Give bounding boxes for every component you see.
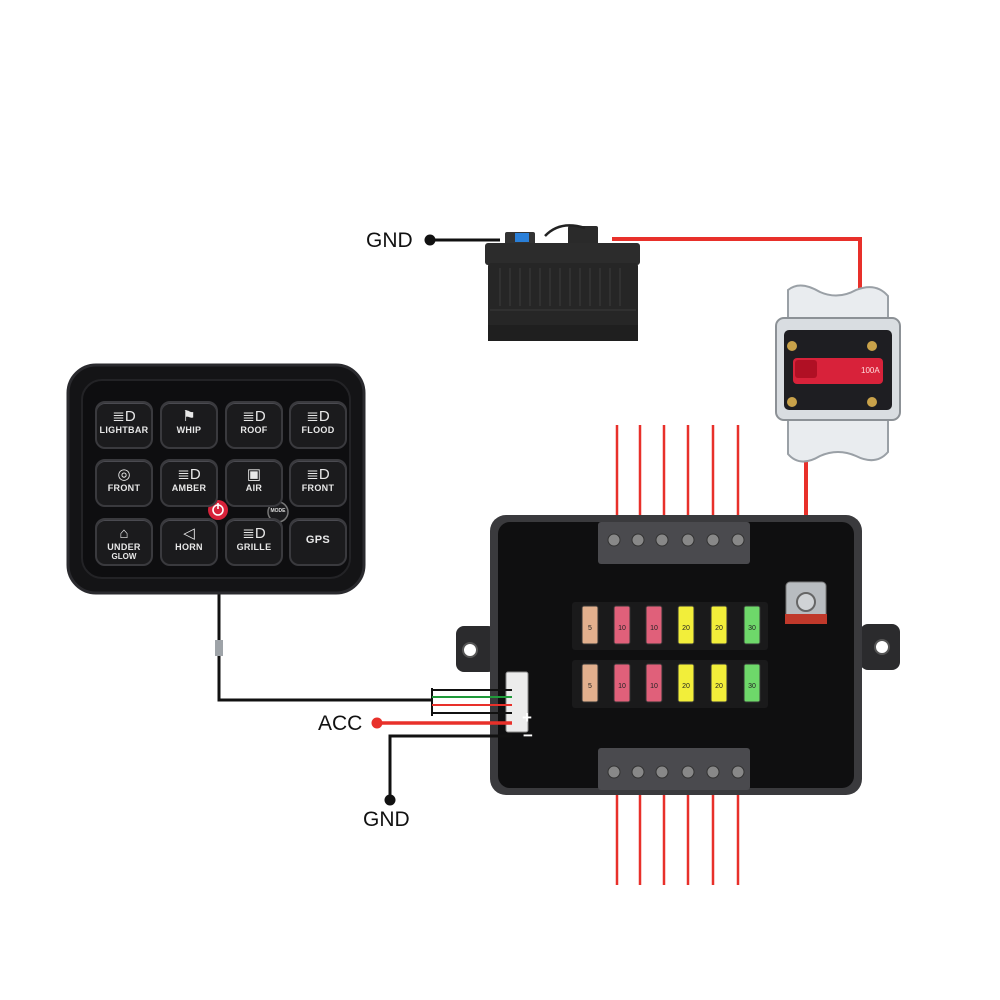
underglow-icon: ⌂ <box>119 525 129 542</box>
amber-light-icon: ≣D <box>177 466 201 483</box>
fuse-rating-label: 30 <box>748 683 756 690</box>
fuse-rating-label: 10 <box>618 625 626 632</box>
fuse-bottom-1 <box>581 663 599 703</box>
fuse-rating-label: 10 <box>650 683 658 690</box>
battery-to-breaker-wire <box>612 237 862 292</box>
switch-label: FRONT <box>107 483 141 493</box>
input-connector <box>505 671 529 733</box>
fuse-box <box>456 515 900 795</box>
fuse-top-3 <box>645 605 663 645</box>
air-compressor-icon: ▣ <box>246 466 262 483</box>
switch-button-front[interactable]: ◎FRONT <box>95 459 153 507</box>
switch-button-horn[interactable]: ◁HORN <box>160 518 218 566</box>
switch-label: GRILLE <box>236 542 272 552</box>
fuse-bottom-5 <box>710 663 728 703</box>
gnd-bottom-label: GND <box>363 808 410 831</box>
fuse-bottom-3 <box>645 663 663 703</box>
gnd-top-terminal <box>424 234 436 246</box>
switch-label-2: GLOW <box>111 552 137 561</box>
switch-label: AIR <box>245 483 263 493</box>
fuse-row-top: 5 10 10 20 20 30 <box>581 605 761 645</box>
fuse-top-5 <box>710 605 728 645</box>
switch-label: GPS <box>305 534 331 546</box>
fuse-top-2 <box>613 605 631 645</box>
acc-terminal <box>371 717 383 729</box>
fuse-bottom-2 <box>613 663 631 703</box>
fuse-rating-label: 20 <box>682 683 690 690</box>
fuse-rating-label: 20 <box>715 625 723 632</box>
headlight-icon: ≣D <box>112 408 136 425</box>
fuse-top-1 <box>581 605 599 645</box>
gnd-bottom-wire <box>384 734 512 806</box>
switch-label: UNDER <box>107 542 141 552</box>
switch-label: FRONT <box>301 483 335 493</box>
mode-label: MODE <box>270 508 286 514</box>
switch-button-gps[interactable]: GPS <box>289 518 347 566</box>
switch-button-air[interactable]: ▣AIR <box>225 459 283 507</box>
plus-label: + <box>522 708 532 727</box>
fuse-rating-label: 5 <box>588 625 592 632</box>
switch-label: AMBER <box>171 483 207 493</box>
switch-button-whip[interactable]: ⚑WHIP <box>160 401 218 449</box>
fuse-top-6 <box>743 605 761 645</box>
minus-label: − <box>523 726 533 745</box>
front-light-icon: ◎ <box>117 466 131 483</box>
fuse-rating-label: 10 <box>650 625 658 632</box>
front-headlight-icon: ≣D <box>306 466 330 483</box>
output-wires-bottom <box>615 790 740 885</box>
switch-label: WHIP <box>176 425 202 435</box>
fuse-rating-label: 5 <box>588 683 592 690</box>
gnd-top-wire <box>424 234 500 246</box>
fuse-top-4 <box>677 605 695 645</box>
power-stud <box>796 592 816 612</box>
fuse-bottom-6 <box>743 663 761 703</box>
breaker-rating: 100A <box>861 366 880 375</box>
panel-cable <box>215 590 512 716</box>
fuse-row-bottom: 5 10 10 20 20 30 <box>581 663 761 703</box>
battery <box>485 224 640 341</box>
switch-label: HORN <box>175 542 203 552</box>
gnd-top-label: GND <box>366 229 413 252</box>
flood-light-icon: ≣D <box>306 408 330 425</box>
gnd-bottom-terminal <box>384 794 396 806</box>
horn-icon: ◁ <box>183 525 195 542</box>
bottom-bus-bar <box>598 748 750 790</box>
acc-label: ACC <box>318 712 363 735</box>
top-bus-bar <box>598 522 750 564</box>
fuse-rating-label: 30 <box>748 625 756 632</box>
fuse-rating-label: 20 <box>682 625 690 632</box>
fuse-bottom-4 <box>677 663 695 703</box>
switch-label: LIGHTBAR <box>99 425 149 435</box>
fuse-rating-label: 10 <box>618 683 626 690</box>
grille-light-icon: ≣D <box>242 525 266 542</box>
switch-label: ROOF <box>240 425 268 435</box>
output-wires-top <box>615 425 740 530</box>
whip-flag-icon: ⚑ <box>182 408 196 425</box>
circuit-breaker <box>775 284 901 463</box>
fuse-rating-label: 20 <box>715 683 723 690</box>
switch-label: FLOOD <box>301 425 335 435</box>
acc-wire <box>371 717 512 729</box>
roof-light-icon: ≣D <box>242 408 266 425</box>
